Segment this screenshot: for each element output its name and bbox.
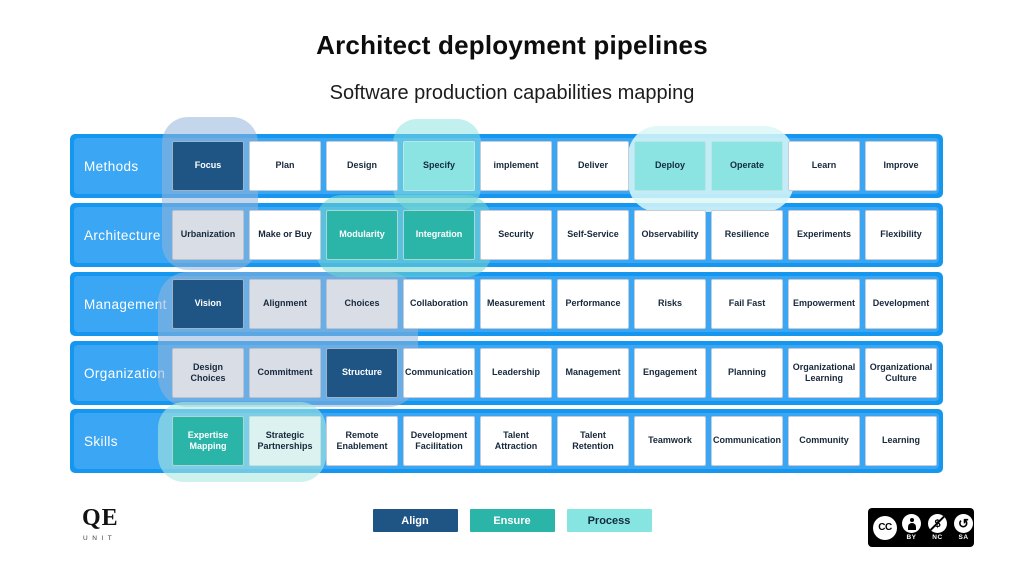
cell-fail-fast: Fail Fast [711, 279, 783, 329]
legend-process: Process [566, 509, 652, 532]
cc-nc-label: NC [932, 534, 943, 541]
cell-engagement: Engagement [634, 348, 706, 398]
cell-development-facilitation: Development Facilitation [403, 416, 475, 466]
cc-license-badge: CC BY $ NC ↺ SA [868, 508, 974, 547]
cell-choices: Choices [326, 279, 398, 329]
legend: Align Ensure Process [0, 509, 1024, 532]
cell-flexibility: Flexibility [865, 210, 937, 260]
cell-remote-enablement: Remote Enablement [326, 416, 398, 466]
row-label-architecture: Architecture [84, 227, 161, 243]
cell-performance: Performance [557, 279, 629, 329]
cell-learning: Learning [865, 416, 937, 466]
cell-operate: Operate [711, 141, 783, 191]
cc-icon: CC [873, 515, 897, 540]
cc-sa-label: SA [958, 534, 969, 541]
cell-strategic-partnerships: Strategic Partnerships [249, 416, 321, 466]
cell-focus: Focus [172, 141, 244, 191]
cell-communication: Communication [711, 416, 783, 466]
cell-learn: Learn [788, 141, 860, 191]
cell-self-service: Self-Service [557, 210, 629, 260]
cell-communication: Communication [403, 348, 475, 398]
legend-ensure: Ensure [469, 509, 555, 532]
cell-resilience: Resilience [711, 210, 783, 260]
row-label-methods: Methods [84, 158, 139, 174]
cc-by-label: BY [906, 534, 917, 541]
cell-leadership: Leadership [480, 348, 552, 398]
logo-text: QE [82, 505, 119, 531]
cell-make-or-buy: Make or Buy [249, 210, 321, 260]
cell-community: Community [788, 416, 860, 466]
cell-design: Design [326, 141, 398, 191]
cell-deliver: Deliver [557, 141, 629, 191]
cell-development: Development [865, 279, 937, 329]
page-title: Architect deployment pipelines [316, 30, 708, 60]
cell-teamwork: Teamwork [634, 416, 706, 466]
row-label-organization: Organization [84, 365, 166, 381]
qe-unit-logo: QE UNIT [82, 505, 119, 542]
cell-talent-attraction: Talent Attraction [480, 416, 552, 466]
cell-organizational-learning: Organizational Learning [788, 348, 860, 398]
cell-integration: Integration [403, 210, 475, 260]
cell-deploy: Deploy [634, 141, 706, 191]
cell-measurement: Measurement [480, 279, 552, 329]
attribution-icon [902, 514, 921, 533]
cell-modularity: Modularity [326, 210, 398, 260]
cell-structure: Structure [326, 348, 398, 398]
cell-alignment: Alignment [249, 279, 321, 329]
cell-improve: Improve [865, 141, 937, 191]
row-label-management: Management [84, 296, 167, 312]
cell-design-choices: Design Choices [172, 348, 244, 398]
cell-planning: Planning [711, 348, 783, 398]
logo-subtext: UNIT [83, 535, 117, 542]
cell-observability: Observability [634, 210, 706, 260]
cell-urbanization: Urbanization [172, 210, 244, 260]
cell-vision: Vision [172, 279, 244, 329]
cell-commitment: Commitment [249, 348, 321, 398]
cell-collaboration: Collaboration [403, 279, 475, 329]
non-commercial-icon: $ [928, 514, 947, 533]
share-alike-icon: ↺ [954, 514, 973, 533]
cell-implement: implement [480, 141, 552, 191]
row-label-skills: Skills [84, 433, 118, 449]
cell-plan: Plan [249, 141, 321, 191]
cell-talent-retention: Talent Retention [557, 416, 629, 466]
legend-align: Align [372, 509, 458, 532]
cell-expertise-mapping: Expertise Mapping [172, 416, 244, 466]
page-subtitle: Software production capabilities mapping [329, 82, 695, 104]
cell-specify: Specify [403, 141, 475, 191]
cell-risks: Risks [634, 279, 706, 329]
cell-organizational-culture: Organizational Culture [865, 348, 937, 398]
cell-experiments: Experiments [788, 210, 860, 260]
cell-security: Security [480, 210, 552, 260]
cell-empowerment: Empowerment [788, 279, 860, 329]
cell-management: Management [557, 348, 629, 398]
